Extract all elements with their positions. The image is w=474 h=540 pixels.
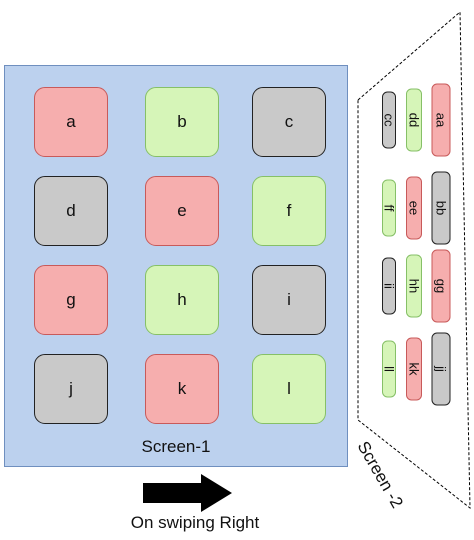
screen-1-tile-j: j [34,354,108,424]
screen-2-tile-jj: jj [431,332,451,406]
screen-2-outline [357,10,471,510]
screen-1-label: Screen-1 [141,437,211,456]
screen-2-tile-box [406,254,422,318]
screen-2-tile-box [382,340,396,398]
screen-2-tile-box [406,88,422,152]
screen-2-tile-label: cc [382,114,397,128]
screen-1-tile-k: k [145,354,219,424]
screen-2-tile-label: ee [407,201,422,215]
screen-2-tile-label: ff [382,205,397,212]
swipe-caption: On swiping Right [130,513,260,532]
screen-1-tile-d: d [34,176,108,246]
screen-1-tile-l: l [252,354,326,424]
screen-2-tile-box [382,179,396,237]
screen-2-tile-cc: cc [382,91,397,149]
screen-2-tile-box [431,249,451,323]
screen-2-tile-ll: ll [382,340,397,398]
screen-2-tile-label: hh [407,279,422,293]
screen-2-tile-label: ii [382,283,397,289]
screen-2-tile-ii: ii [382,257,397,315]
screen-2-tile-gg: gg [431,249,451,323]
screen-2-tile-label: ll [382,366,397,372]
screen-1-tile-e: e [145,176,219,246]
screen-1-tile-i: i [252,265,326,335]
screen-2-tile-label: jj [434,365,449,372]
screen-2-tile-box [382,91,396,149]
screen-1-tile-h: h [145,265,219,335]
screen-1-tile-g: g [34,265,108,335]
screen-2-tile-ee: ee [406,176,422,240]
screen-2-tile-kk: kk [406,337,422,401]
screen-2-tile-box [406,176,422,240]
swipe-right-arrow-icon [143,474,232,512]
screen-2-tile-dd: dd [406,88,422,152]
screen-1-tile-a: a [34,87,108,157]
screen-1-tile-f: f [252,176,326,246]
screen-2-tile-label: gg [434,279,449,293]
screen-2-tile-label: dd [407,113,422,127]
screen-2-tile-aa: aa [431,83,451,157]
screen-2-tile-box [431,83,451,157]
screen-2-tile-box [406,337,422,401]
screen-1-tile-b: b [145,87,219,157]
screen-2-tile-label: aa [434,113,449,128]
screen-2-tile-bb: bb [431,171,451,245]
screen-1-tile-c: c [252,87,326,157]
screen-2-tile-box [431,332,451,406]
screen-2-tile-label: bb [434,201,449,215]
screen-2-tile-box [431,171,451,245]
screen-2-tile-ff: ff [382,179,397,237]
screen-2-tile-label: kk [407,363,422,377]
screen-2-tile-hh: hh [406,254,422,318]
screen-2-tile-box [382,257,396,315]
